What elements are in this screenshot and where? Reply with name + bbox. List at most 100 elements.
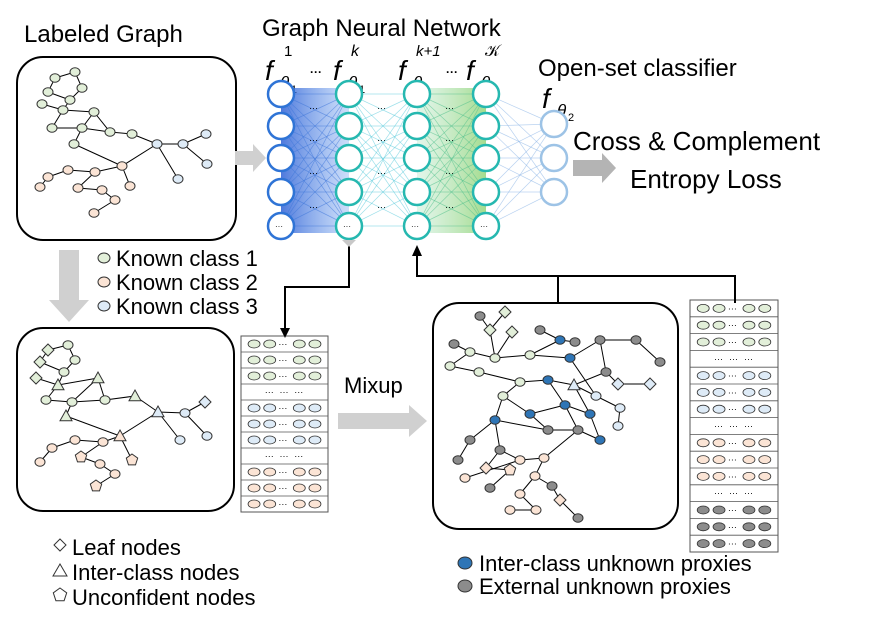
- graph-node: [654, 357, 666, 367]
- neuron-dots: ···: [411, 222, 419, 231]
- theta-symbol: θ: [557, 101, 567, 120]
- layer-dots-2: ···: [446, 65, 458, 79]
- connection-line: [280, 157, 350, 227]
- labeled-graph-title: Labeled Graph: [24, 21, 183, 48]
- table-cell: [758, 471, 772, 481]
- table-dots: ···: [728, 404, 737, 414]
- arrow-graph-to-gnn: [235, 144, 266, 172]
- table-dots: ···: [728, 387, 737, 397]
- graph-node: [542, 375, 554, 385]
- graph-edge: [573, 371, 607, 386]
- graph-node: [530, 505, 542, 515]
- graph-node: [46, 443, 58, 453]
- unconfident-node: [125, 453, 139, 466]
- connection-line: [416, 93, 487, 227]
- graph-edge: [119, 411, 159, 437]
- neuron: [471, 79, 501, 109]
- graph-node: [34, 457, 46, 467]
- table-cell: [247, 467, 261, 477]
- connection-line: [280, 93, 350, 193]
- gnn-network: ········································…: [266, 79, 569, 241]
- table-dots: ···: [278, 371, 287, 381]
- graph-node: [201, 159, 213, 169]
- table-cell: [712, 505, 726, 515]
- legend-class-marker: [97, 300, 111, 312]
- table-dots: ···: [729, 488, 738, 498]
- graph-node: [64, 95, 76, 105]
- table-cell: [247, 499, 261, 509]
- graph-node: [172, 174, 184, 184]
- graph-node: [569, 337, 581, 347]
- graph-edge: [529, 354, 571, 359]
- ellipsis-dots: ···: [377, 103, 386, 113]
- table-cell: [263, 339, 277, 349]
- table-dots: ···: [744, 488, 753, 498]
- table-cell: [263, 499, 277, 509]
- neuron: [334, 211, 364, 241]
- table-cell: [696, 303, 710, 313]
- neuron: [266, 143, 296, 173]
- mixup-graph: [444, 305, 666, 523]
- legend-proxy-label: External unknown proxies: [479, 574, 731, 599]
- table-cell: [742, 371, 756, 381]
- graph-node: [69, 435, 81, 445]
- inter-class-node: [59, 408, 73, 422]
- neuron: [471, 111, 501, 141]
- legend-shape-label: Leaf nodes: [72, 535, 181, 560]
- connection-line: [485, 93, 555, 159]
- legend-class-marker: [97, 276, 111, 288]
- graph-node: [62, 165, 74, 175]
- table-cell: [696, 471, 710, 481]
- ellipsis-dots: ···: [309, 202, 318, 212]
- table-dots: ···: [714, 354, 723, 364]
- graph-node: [534, 325, 546, 335]
- graph-edge: [71, 399, 106, 403]
- connector-arrowhead-up: [412, 245, 422, 256]
- legend-class-marker: [97, 252, 111, 264]
- graph-node: [116, 161, 128, 171]
- neuron: [402, 211, 432, 241]
- table-cell: [758, 522, 772, 532]
- graph-node: [126, 129, 138, 139]
- graph-node: [200, 129, 212, 139]
- f-symbol: f: [466, 55, 477, 86]
- table-cell: [247, 435, 261, 445]
- table-cell: [308, 355, 322, 365]
- neuron: [471, 211, 501, 241]
- graph-node: [564, 353, 576, 363]
- graph-edge: [57, 377, 99, 386]
- leaf-node: [643, 377, 657, 391]
- table-cell: [742, 471, 756, 481]
- graph-node: [614, 403, 626, 413]
- legend-class-label: Known class 3: [116, 294, 258, 319]
- graph-node: [514, 377, 526, 387]
- inter-class-node: [51, 377, 65, 391]
- graph-node: [88, 107, 100, 117]
- legend-shape-label: Unconfident nodes: [72, 585, 255, 610]
- table-cell: [758, 539, 772, 548]
- graph-node: [572, 513, 584, 523]
- ellipsis-dots: ···: [309, 168, 318, 178]
- loss-line2: Entropy Loss: [630, 164, 782, 194]
- unconfident-node: [503, 463, 517, 476]
- neuron-dots: ···: [275, 222, 283, 231]
- table-dots: ···: [729, 354, 738, 364]
- connection-line: [348, 125, 418, 227]
- graph-edge: [529, 339, 561, 356]
- graph-node: [42, 172, 54, 182]
- graph-node: [524, 409, 536, 419]
- connector-gnn-to-table: [284, 243, 350, 330]
- table-cell: [742, 404, 756, 414]
- graph-edge: [182, 143, 208, 165]
- table-cell: [696, 539, 710, 548]
- table-cell: [712, 438, 726, 448]
- table-cell: [696, 404, 710, 414]
- table-cell: [758, 387, 772, 397]
- neuron: [402, 111, 432, 141]
- graph-edge: [73, 143, 123, 167]
- table-dots: ···: [280, 451, 289, 461]
- classifier-neuron: [539, 109, 569, 139]
- graph-node: [474, 311, 486, 321]
